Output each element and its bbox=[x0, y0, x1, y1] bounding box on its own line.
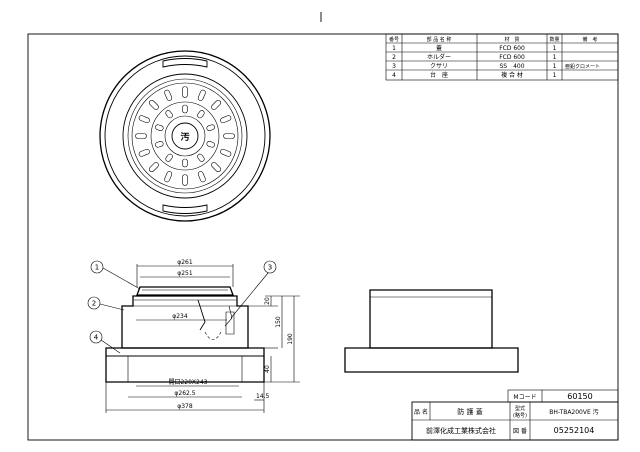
table-header-number: 番号 bbox=[389, 36, 399, 43]
vent-hole bbox=[148, 162, 159, 173]
model-value: BH-TBA200VE 汚 bbox=[549, 408, 598, 416]
vent-hole bbox=[182, 158, 188, 168]
vent-hole bbox=[155, 141, 164, 148]
vent-hole bbox=[165, 153, 173, 162]
balloon-4 bbox=[89, 330, 103, 344]
table-cell: 3 bbox=[392, 63, 396, 70]
vent-hole bbox=[197, 110, 205, 119]
table-cell: FCD 600 bbox=[499, 45, 525, 52]
table-header-remarks: 備 考 bbox=[582, 36, 597, 43]
vent-hole bbox=[206, 124, 215, 131]
dim-d261: φ261 bbox=[177, 259, 193, 266]
table-cell: 1 bbox=[392, 45, 396, 52]
balloon-4-label: 4 bbox=[94, 334, 99, 342]
table-cell: FCD 600 bbox=[499, 54, 525, 61]
vent-hole bbox=[197, 171, 206, 183]
vent-hole bbox=[148, 99, 159, 110]
dim-h190: 190 bbox=[287, 333, 294, 345]
vent-hole bbox=[223, 133, 235, 139]
part-balloons: 1 2 3 4 bbox=[87, 260, 277, 354]
title-block: Mコード 60150 品 名 防 護 蓋 型式 (略号) BH-TBA200VE… bbox=[411, 389, 619, 441]
vent-hole bbox=[164, 171, 173, 183]
center-mark-ring bbox=[171, 122, 199, 150]
balloon-2-label: 2 bbox=[92, 300, 96, 308]
number-label: 図 番 bbox=[513, 428, 527, 435]
table-cell: 複 合 材 bbox=[501, 71, 523, 79]
name-label: 品 名 bbox=[414, 408, 428, 416]
vent-hole bbox=[155, 124, 164, 131]
vent-holes bbox=[135, 86, 235, 186]
model-label: 型式 bbox=[515, 405, 525, 412]
table-cell: ホルダー bbox=[427, 53, 451, 61]
dim-h40: 40 bbox=[264, 365, 271, 373]
dimensions: φ261 φ251 φ234 開口220X243 φ262.5 φ378 20 … bbox=[105, 259, 300, 413]
vent-hole bbox=[220, 148, 232, 157]
model-sub-label: (略号) bbox=[513, 412, 527, 419]
sheet-border bbox=[27, 33, 619, 441]
table-cell: 1 bbox=[553, 45, 557, 52]
dim-opening: 開口220X243 bbox=[168, 379, 207, 386]
balloon-3 bbox=[263, 260, 277, 274]
balloon-3-label: 3 bbox=[268, 264, 272, 272]
cover-mark: 汚 bbox=[180, 131, 189, 143]
vent-hole bbox=[211, 99, 222, 110]
drawing-number: 05252104 bbox=[554, 426, 595, 435]
dim-h150: 150 bbox=[275, 316, 282, 328]
vent-hole bbox=[165, 110, 173, 119]
dim-d234: φ234 bbox=[172, 313, 188, 320]
vent-hole bbox=[220, 115, 232, 124]
table-cell: 亜鉛クロメート bbox=[565, 63, 600, 70]
plan-view: 汚 bbox=[99, 50, 271, 222]
table-cell: 1 bbox=[553, 63, 557, 70]
dim-h20: 20 bbox=[264, 297, 271, 305]
vent-hole bbox=[206, 141, 215, 148]
balloon-1 bbox=[90, 260, 104, 274]
dim-d251: φ251 bbox=[177, 270, 193, 277]
parts-table: 番号 部 品 名 称 材 質 数量 備 考 1 蓋 FCD 600 1 2 ホル… bbox=[385, 33, 619, 81]
vent-hole bbox=[197, 89, 206, 101]
vent-hole bbox=[182, 86, 188, 98]
table-header-name: 部 品 名 称 bbox=[427, 36, 452, 43]
vent-hole bbox=[135, 133, 147, 139]
m-code-label: Mコード bbox=[513, 394, 536, 401]
m-code-value: 60150 bbox=[567, 392, 592, 401]
table-cell: 1 bbox=[553, 54, 557, 61]
dim-w14-5: 14.5 bbox=[256, 393, 270, 400]
table-cell: 2 bbox=[392, 54, 396, 61]
table-cell: 1 bbox=[553, 72, 557, 79]
dim-d378: φ378 bbox=[177, 403, 193, 410]
vent-hole bbox=[164, 89, 173, 101]
dim-d262-5: φ262.5 bbox=[174, 390, 195, 397]
name-value: 防 護 蓋 bbox=[457, 407, 482, 416]
balloon-2 bbox=[87, 296, 101, 310]
table-cell: 蓋 bbox=[436, 44, 442, 52]
side-view bbox=[344, 289, 519, 373]
vent-hole bbox=[138, 148, 150, 157]
front-view bbox=[105, 286, 265, 383]
table-header-qty: 数量 bbox=[549, 36, 559, 43]
table-cell: クサリ bbox=[430, 63, 448, 70]
vent-hole bbox=[182, 104, 188, 114]
vent-hole bbox=[197, 153, 205, 162]
vent-hole bbox=[211, 162, 222, 173]
vent-hole bbox=[138, 115, 150, 124]
table-cell: 台 座 bbox=[430, 71, 448, 79]
table-header-material: 材 質 bbox=[504, 36, 519, 43]
table-cell: 4 bbox=[392, 72, 396, 79]
table-cell: SS 400 bbox=[499, 63, 524, 70]
vent-hole bbox=[182, 174, 188, 186]
balloon-1-label: 1 bbox=[95, 264, 99, 272]
company-name: 前澤化成工業株式会社 bbox=[426, 426, 496, 435]
